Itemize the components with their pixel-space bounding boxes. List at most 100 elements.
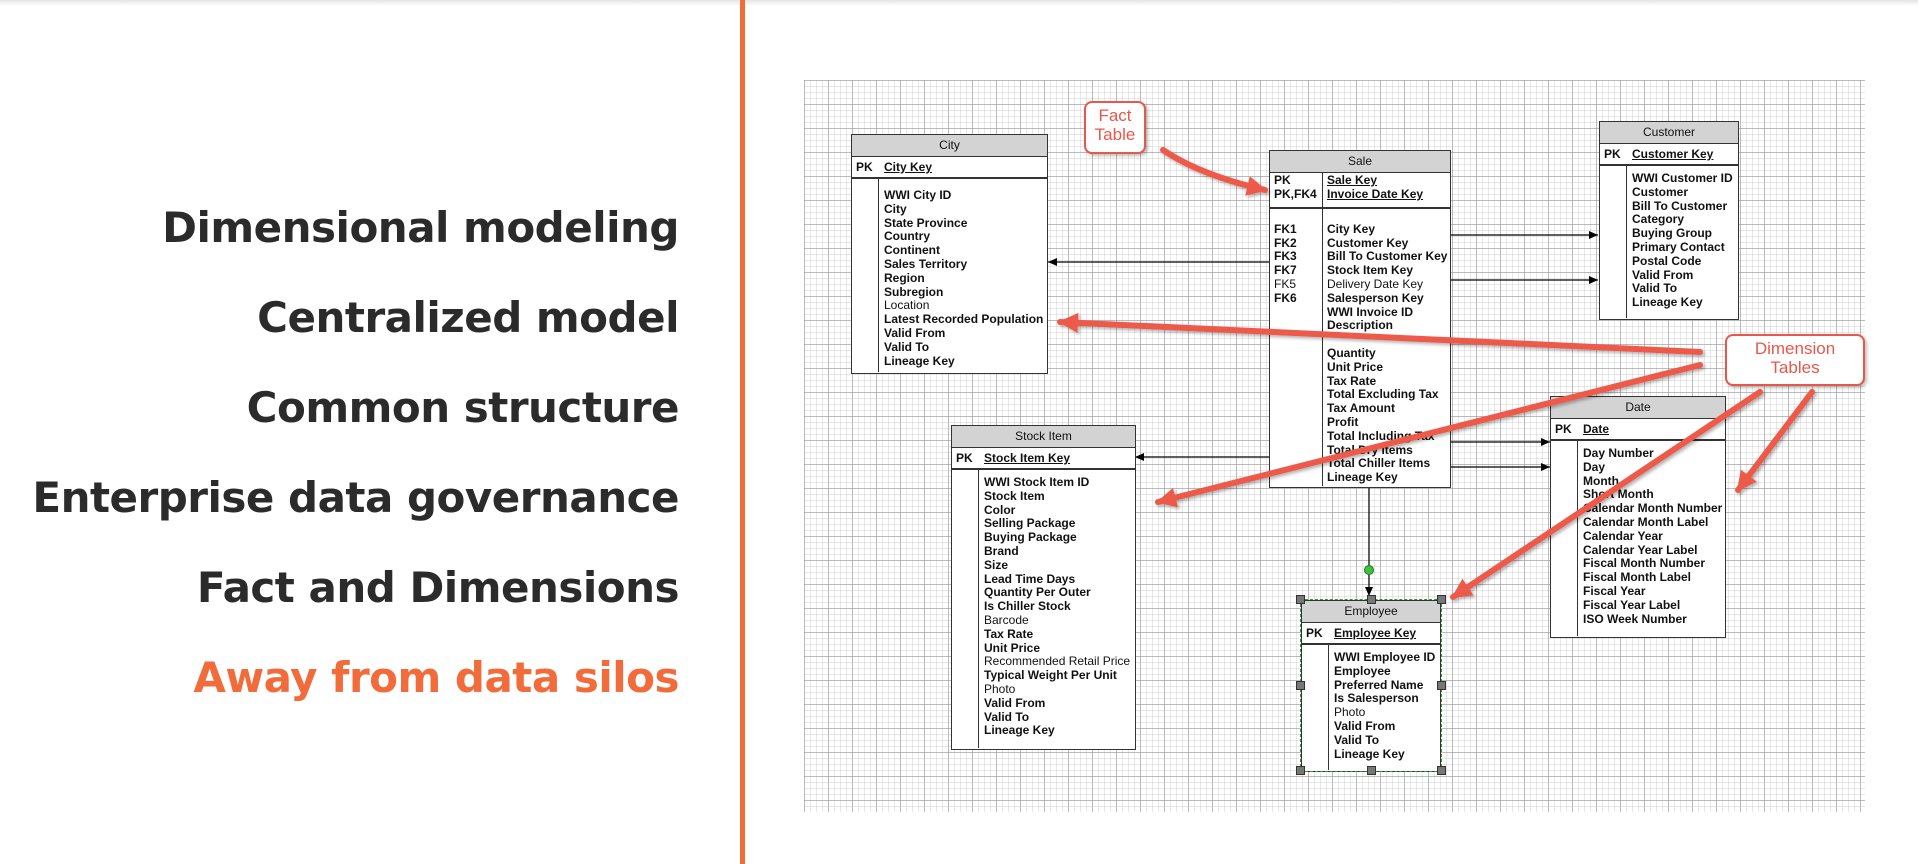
column-label: Fiscal Month Number xyxy=(1583,556,1706,571)
arrow-to-city xyxy=(1057,312,1703,355)
column-divider xyxy=(1322,209,1323,486)
column-label: Tax Rate xyxy=(984,626,1034,641)
column-label: ISO Week Number xyxy=(1583,611,1687,626)
arrow-to-date xyxy=(1735,389,1815,493)
column-label: Buying Package xyxy=(984,530,1077,545)
column-label: Description xyxy=(1327,318,1394,333)
pk-label: PK xyxy=(1306,626,1323,640)
resize-handle[interactable] xyxy=(1296,595,1305,604)
column-divider xyxy=(1626,166,1627,318)
column-label: Quantity xyxy=(1327,345,1376,360)
callout-text: Tables xyxy=(1770,358,1820,377)
column-label: Lineage Key xyxy=(1334,746,1405,761)
callout-text: Dimension xyxy=(1754,339,1836,358)
column-label: Lineage Key xyxy=(984,723,1055,738)
connector-handle[interactable] xyxy=(1364,565,1374,575)
key-label: FK1 xyxy=(1274,221,1297,236)
column-label: Buying Group xyxy=(1632,226,1712,241)
key-label: FK5 xyxy=(1274,276,1297,291)
column-label: Quantity Per Outer xyxy=(984,585,1091,600)
key-label: FK7 xyxy=(1274,263,1297,278)
column-label: Unit Price xyxy=(984,640,1041,655)
column-label: Day xyxy=(1583,459,1606,474)
column-label: Lineage Key xyxy=(1632,295,1703,310)
column-label: Fiscal Month Label xyxy=(1583,570,1692,585)
column-label: Month xyxy=(1583,473,1619,488)
column-label: WWI Invoice ID xyxy=(1327,304,1414,319)
column-label: Location xyxy=(884,298,930,313)
pk-label: PK xyxy=(1555,422,1572,436)
column-label: Tax Rate xyxy=(1327,373,1377,388)
pk-label: PK xyxy=(1604,147,1621,161)
dimension-tables-callout: Dimension Tables xyxy=(1725,334,1865,386)
column-divider xyxy=(1322,173,1323,207)
column-label: WWI Customer ID xyxy=(1632,171,1733,185)
city-pk-row: PK City Key xyxy=(852,157,1047,179)
column-label: Lead Time Days xyxy=(984,571,1076,586)
column-label: Valid From xyxy=(1632,267,1694,282)
column-label: Barcode xyxy=(984,612,1029,627)
column-label: Profit xyxy=(1327,414,1359,429)
column-label: Employee xyxy=(1334,663,1391,678)
column-label: Latest Recorded Population xyxy=(884,312,1044,327)
column-label: WWI City ID xyxy=(884,188,952,202)
column-label: State Province xyxy=(884,215,968,230)
bullet-list: Dimensional modeling Centralized model C… xyxy=(32,198,679,738)
sale-pk-row: PK Sale Key PK,FK4 Invoice Date Key xyxy=(1270,173,1450,209)
stock-item-table[interactable]: Stock Item PK Stock Item Key WWI Stock I… xyxy=(951,425,1136,750)
column-label: Color xyxy=(984,502,1016,517)
column-label: Postal Code xyxy=(1632,253,1702,268)
arrow-to-employee xyxy=(1450,389,1763,600)
column-label: Subregion xyxy=(884,284,944,299)
resize-handle[interactable] xyxy=(1367,766,1376,775)
resize-handle[interactable] xyxy=(1367,595,1376,604)
resize-handle[interactable] xyxy=(1437,681,1446,690)
pk-name: Invoice Date Key xyxy=(1327,187,1424,201)
column-divider xyxy=(1328,645,1329,770)
employee-table[interactable]: Employee PK Employee Key WWI Employee ID… xyxy=(1301,600,1441,772)
column-label: Salesperson Key xyxy=(1327,290,1424,305)
key-label: FK3 xyxy=(1274,249,1297,264)
column-label: Continent xyxy=(884,243,940,258)
column-label: Valid From xyxy=(984,695,1046,710)
customer-table[interactable]: Customer PK Customer Key WWI Customer ID… xyxy=(1599,121,1739,320)
customer-pk-row: PK Customer Key xyxy=(1600,144,1738,166)
column-label: Photo xyxy=(984,681,1016,696)
column-label: Unit Price xyxy=(1327,359,1384,374)
column-label: Size xyxy=(984,557,1009,572)
column-label: Lineage Key xyxy=(1327,470,1398,485)
column-label: Customer xyxy=(1632,184,1689,199)
date-table-title: Date xyxy=(1551,397,1725,419)
city-table-title: City xyxy=(852,135,1047,157)
callout-text: Fact xyxy=(1098,106,1132,125)
column-label: Fiscal Year xyxy=(1583,583,1646,598)
column-label: Sales Territory xyxy=(884,256,968,271)
resize-handle[interactable] xyxy=(1296,766,1305,775)
column-label: Stock Item xyxy=(984,488,1045,503)
column-label: Calendar Year Label xyxy=(1583,542,1698,557)
column-label: Brand xyxy=(984,543,1019,558)
key-label: FK6 xyxy=(1274,290,1297,305)
column-label: Country xyxy=(884,229,930,244)
pk-label: PK xyxy=(956,451,973,465)
date-pk-row: PK Date xyxy=(1551,419,1725,441)
column-label: WWI Employee ID xyxy=(1334,650,1436,664)
column-label: Fiscal Year Label xyxy=(1583,597,1681,612)
column-label: Tax Amount xyxy=(1327,401,1395,416)
column-label: City xyxy=(884,201,907,216)
pk-label: PK xyxy=(1274,173,1291,187)
resize-handle[interactable] xyxy=(1296,681,1305,690)
fact-table-callout: Fact Table xyxy=(1084,101,1146,154)
employee-table-title: Employee xyxy=(1302,601,1440,623)
bullet-enterprise-data-governance: Enterprise data governance xyxy=(32,473,679,522)
resize-handle[interactable] xyxy=(1437,595,1446,604)
column-label: Recommended Retail Price xyxy=(984,654,1131,669)
column-label: Valid To xyxy=(884,339,930,354)
resize-handle[interactable] xyxy=(1437,766,1446,775)
column-label: Valid To xyxy=(1632,281,1678,296)
column-label: Delivery Date Key xyxy=(1327,276,1424,291)
key-label: FK2 xyxy=(1274,235,1297,250)
